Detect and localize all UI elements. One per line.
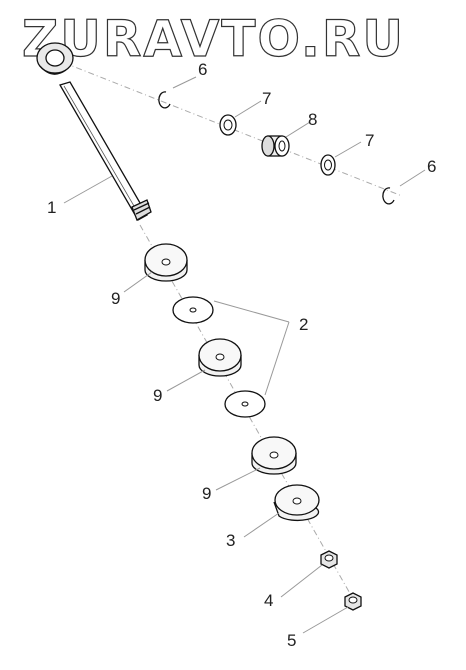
callout-6-lower: 6 xyxy=(427,157,436,176)
nut xyxy=(320,550,338,569)
callout-3: 3 xyxy=(226,531,235,550)
callout-5: 5 xyxy=(287,631,296,650)
washer-upper xyxy=(219,114,237,136)
rubber-cushion-1 xyxy=(144,243,188,282)
callout-2: 2 xyxy=(299,315,308,334)
flat-washer-2 xyxy=(224,390,266,418)
rubber-cushion-2 xyxy=(198,338,242,377)
rod-with-eye xyxy=(36,42,152,221)
watermark: ZURAVTO.RU xyxy=(22,10,405,68)
callout-4: 4 xyxy=(264,591,273,610)
callout-6-upper: 6 xyxy=(198,60,207,79)
callout-9-middle: 9 xyxy=(153,386,162,405)
flat-washer-1 xyxy=(172,296,214,324)
callout-7-upper: 7 xyxy=(262,89,271,108)
callout-8: 8 xyxy=(308,110,317,129)
callout-7-lower: 7 xyxy=(365,131,374,150)
snap-ring-lower xyxy=(382,187,395,205)
leader-lines xyxy=(63,76,426,634)
washer-lower xyxy=(320,154,336,176)
upper-assembly-axis xyxy=(51,57,403,197)
snap-ring-upper xyxy=(158,91,171,109)
callout-9-lower: 9 xyxy=(202,484,211,503)
bushing xyxy=(261,135,290,157)
lock-nut xyxy=(344,592,362,611)
callout-9-upper: 9 xyxy=(111,289,120,308)
callout-1: 1 xyxy=(47,198,56,217)
cup-washer xyxy=(273,484,320,522)
rubber-cushion-3 xyxy=(251,436,297,475)
